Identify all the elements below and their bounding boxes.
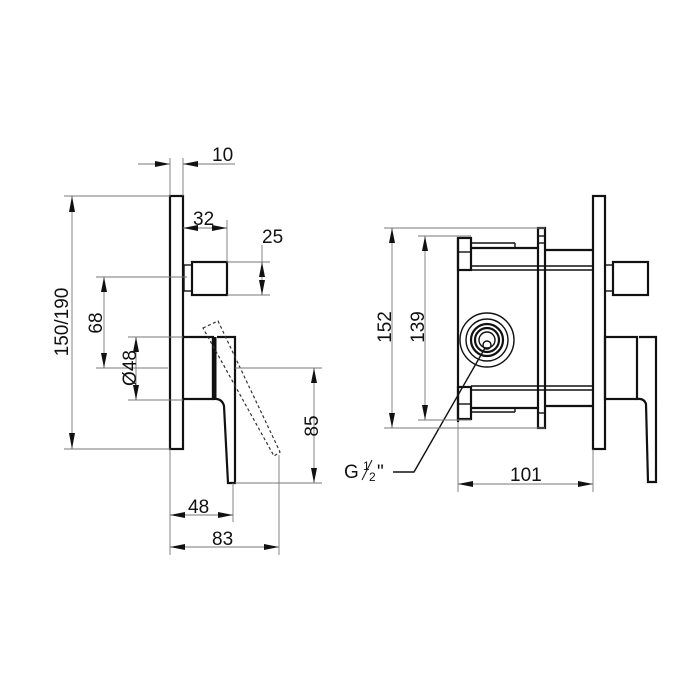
valve-cartridge: [459, 312, 515, 368]
svg-text:1: 1: [363, 459, 370, 473]
box-bracket: [536, 226, 547, 430]
dim-diverter-offset: 32: [193, 209, 214, 230]
side-view: 10 32 25 150/190 68 Ø48: [52, 145, 323, 555]
mixer-body: [603, 335, 639, 401]
svg-text:": ": [377, 462, 384, 483]
diverter-stem: [183, 264, 193, 292]
thread-leader-line: [393, 347, 486, 473]
dim-box-depth: 101: [510, 465, 542, 486]
section-view: G 1 2 " 152 139 101: [344, 194, 658, 492]
dim-box-outer-height: 152: [375, 311, 396, 343]
dim-lever-depth: 48: [188, 497, 209, 518]
dim-box-inner-height: 139: [408, 311, 429, 343]
mixer-body: [183, 335, 215, 401]
dim-plate-thickness: 10: [212, 145, 233, 166]
diverter-knob: [190, 260, 229, 297]
svg-text:2: 2: [369, 470, 376, 484]
wall-plate: [168, 194, 185, 451]
svg-text:G: G: [344, 462, 359, 483]
lever-handle: [636, 335, 658, 484]
lever-raised-outline: [202, 320, 281, 457]
dim-lever-height: 85: [302, 415, 323, 436]
dim-body-diameter: Ø48: [120, 350, 141, 386]
dim-total-depth: 83: [212, 529, 233, 550]
wall-plate: [591, 194, 607, 451]
thread-label: G 1 2 ": [344, 459, 384, 484]
diverter-knob: [611, 260, 650, 297]
dim-diverter-height: 25: [262, 227, 283, 248]
dim-total-height: 150/190: [52, 288, 73, 357]
dim-center-to-diverter: 68: [86, 312, 107, 333]
